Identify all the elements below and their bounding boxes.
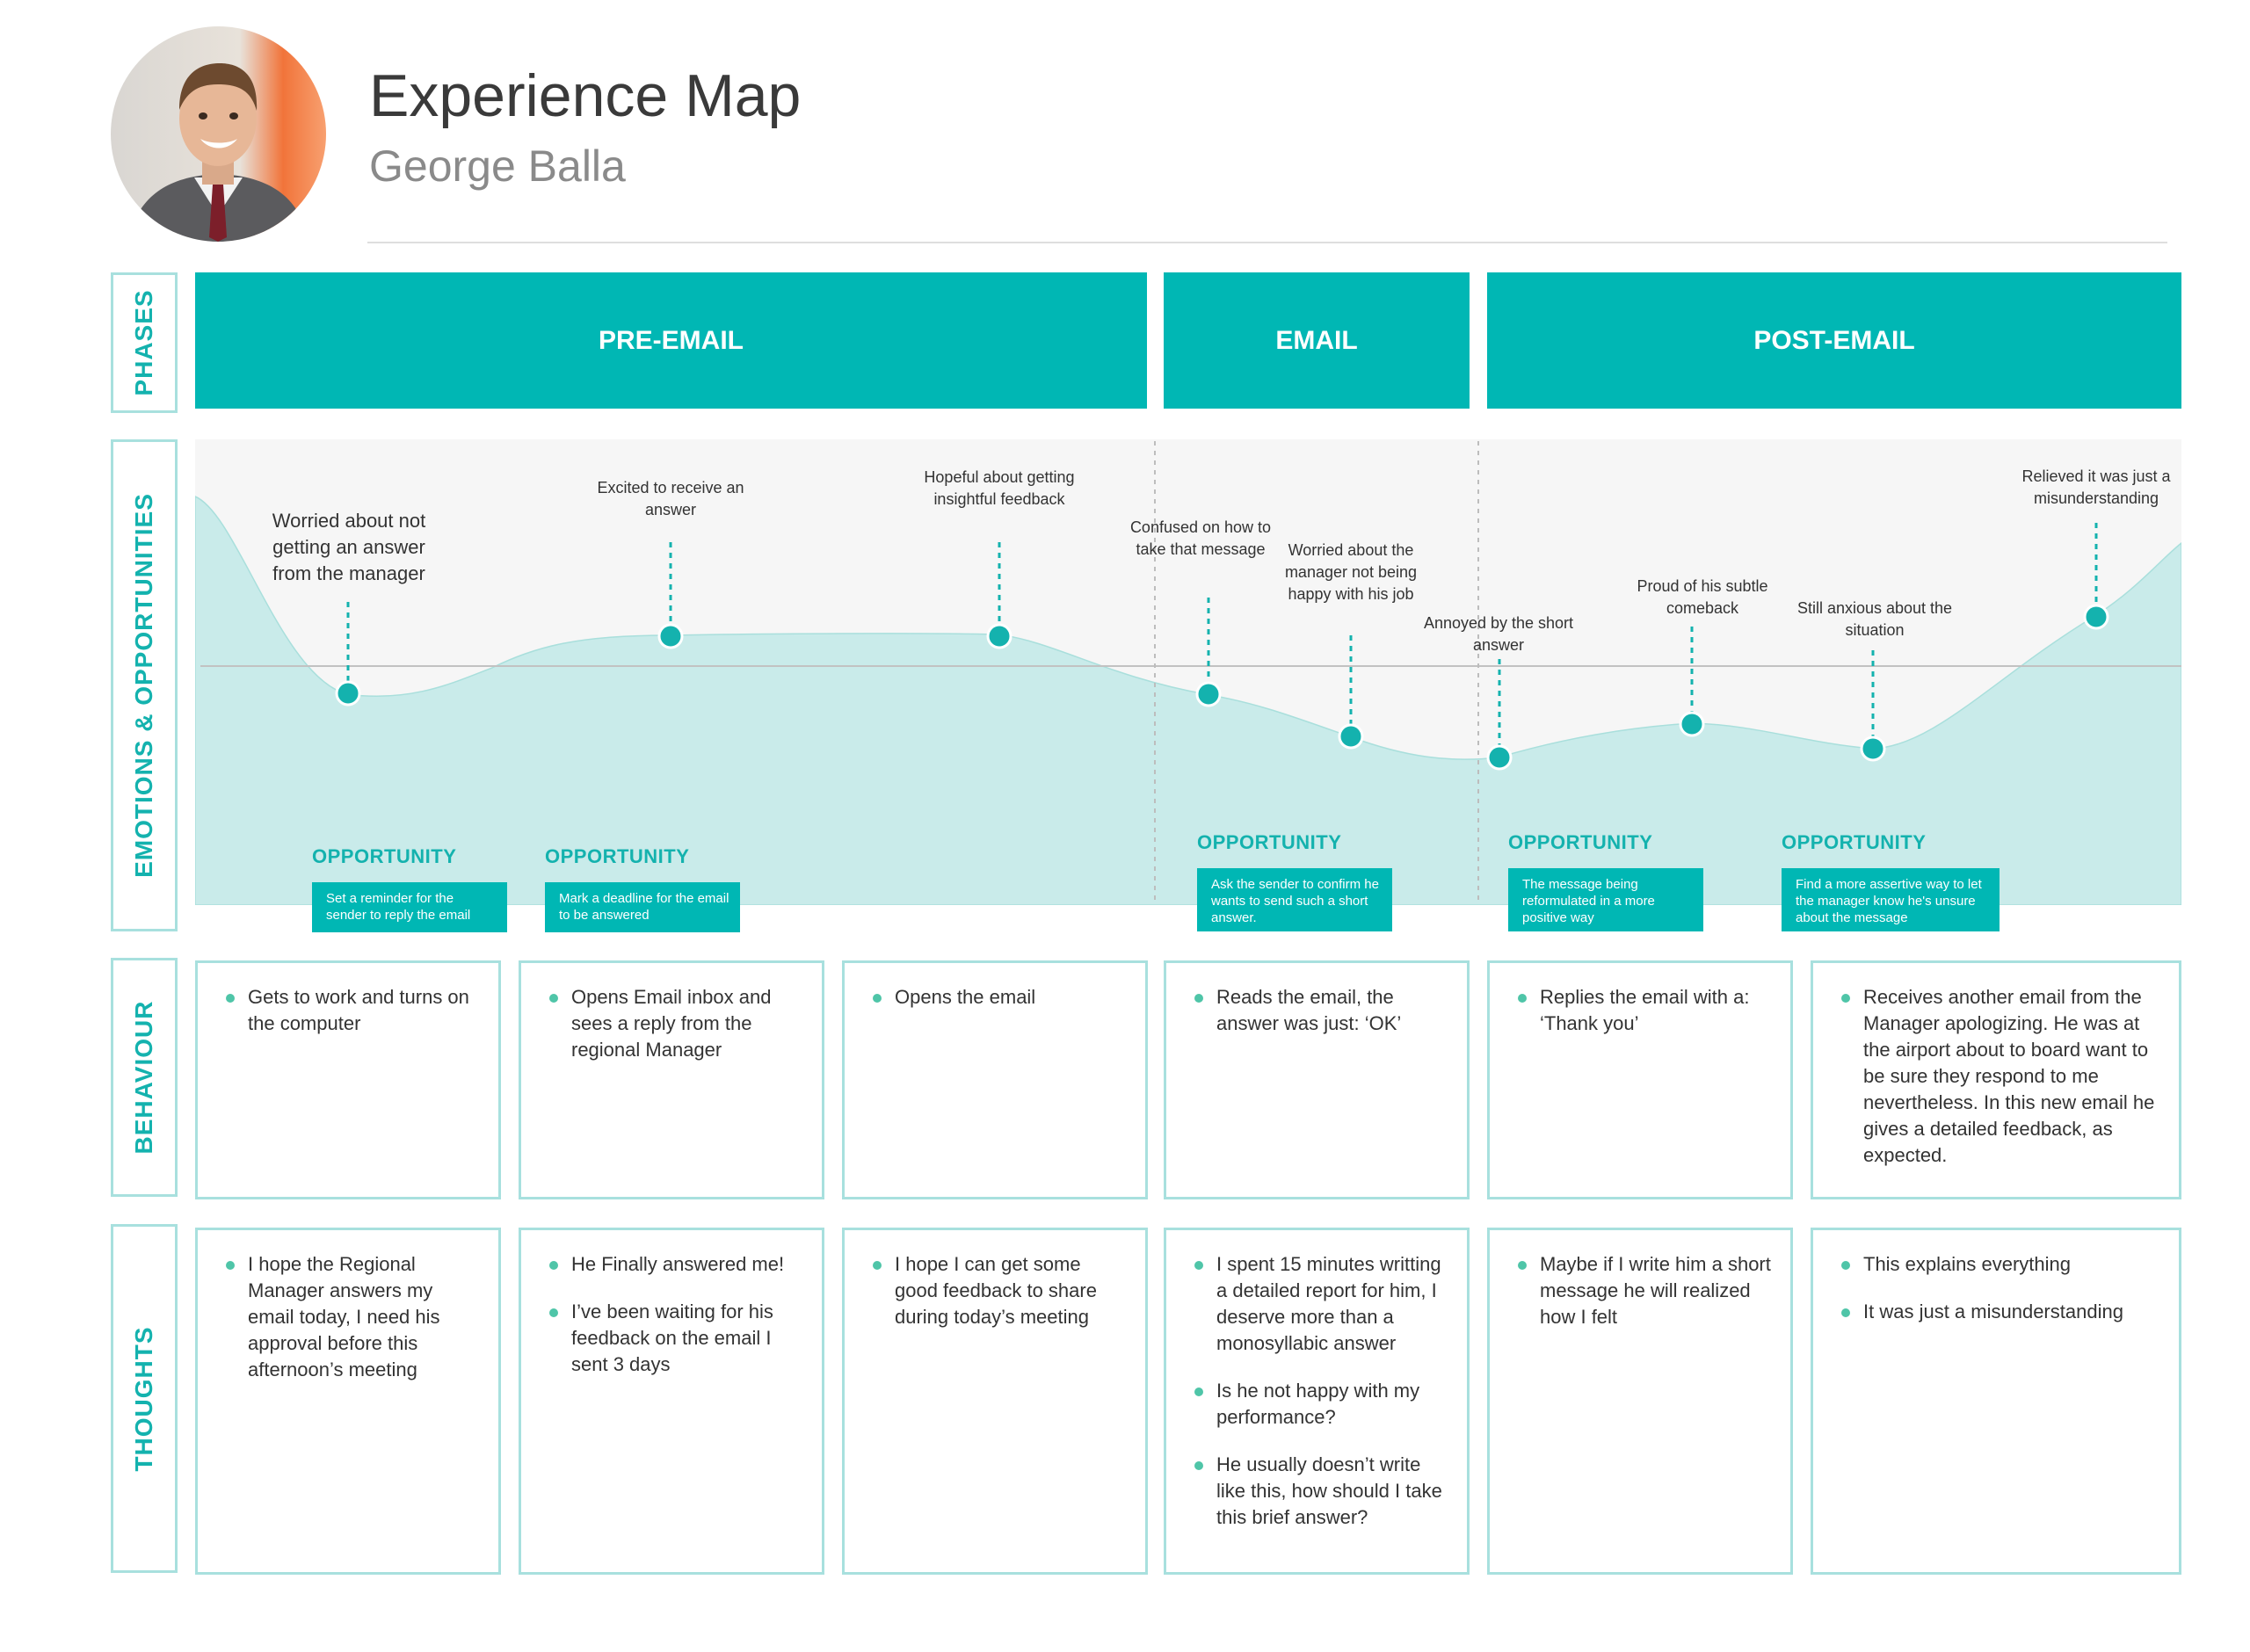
persona-avatar bbox=[111, 26, 326, 242]
emotion-label: Confused on how to take that message bbox=[1129, 518, 1272, 558]
thought-item: I hope I can get some good feedback to s… bbox=[862, 1251, 1128, 1330]
behaviour-card: Opens the email bbox=[842, 960, 1148, 1199]
emotion-points bbox=[335, 604, 2109, 771]
row-label-thoughts: THOUGHTS bbox=[111, 1224, 178, 1573]
emotion-label: Proud of his subtle comeback bbox=[1637, 577, 1768, 617]
opportunity-box: The message being reformulated in a more… bbox=[1508, 868, 1703, 931]
row-label-emotions: EMOTIONS & OPPORTUNITIES bbox=[111, 439, 178, 931]
thought-item: This explains everything bbox=[1831, 1251, 2161, 1278]
phase-email: EMAIL bbox=[1164, 272, 1470, 409]
behaviour-item: Opens Email inbox and sees a reply from … bbox=[539, 984, 804, 1063]
behaviour-card: Opens Email inbox and sees a reply from … bbox=[519, 960, 824, 1199]
emotion-label: Still anxious about the situation bbox=[1796, 599, 1953, 639]
thoughts-card: He Finally answered me! I’ve been waitin… bbox=[519, 1228, 824, 1575]
thoughts-card: I hope I can get some good feedback to s… bbox=[842, 1228, 1148, 1575]
emotion-label: Worried about the manager not being happ… bbox=[1284, 541, 1418, 603]
header-divider bbox=[367, 242, 2167, 243]
opportunity-heading: OPPORTUNITY bbox=[1197, 831, 1342, 853]
opportunity-box: Set a reminder for the sender to reply t… bbox=[312, 882, 507, 932]
opportunity-heading: OPPORTUNITY bbox=[1508, 831, 1653, 853]
thoughts-card: I hope the Regional Manager answers my e… bbox=[195, 1228, 501, 1575]
emotion-label: Hopeful about getting insightful feedbac… bbox=[924, 468, 1075, 508]
opportunity-box: Mark a deadline for the email to be answ… bbox=[545, 882, 740, 932]
page-title: Experience Map bbox=[369, 62, 802, 129]
thought-item: Is he not happy with my performance? bbox=[1184, 1378, 1449, 1431]
behaviour-card: Reads the email, the answer was just: ‘O… bbox=[1164, 960, 1470, 1199]
thought-item: I’ve been waiting for his feedback on th… bbox=[539, 1299, 804, 1378]
behaviour-item: Gets to work and turns on the computer bbox=[215, 984, 481, 1037]
thoughts-card: Maybe if I write him a short message he … bbox=[1487, 1228, 1793, 1575]
thought-item: I hope the Regional Manager answers my e… bbox=[215, 1251, 481, 1383]
opportunity-box: Find a more assertive way to let the man… bbox=[1782, 868, 2000, 931]
emotion-curve-chart bbox=[195, 439, 2181, 905]
behaviour-card: Replies the email with a: ‘Thank you’ bbox=[1487, 960, 1793, 1199]
opportunity-heading: OPPORTUNITY bbox=[1782, 831, 1927, 853]
phase-post-email: POST-EMAIL bbox=[1487, 272, 2181, 409]
opportunity-heading: OPPORTUNITY bbox=[545, 845, 690, 867]
emotion-label: Excited to receive an answer bbox=[597, 479, 744, 518]
behaviour-item: Replies the email with a: ‘Thank you’ bbox=[1507, 984, 1773, 1037]
thought-item: He Finally answered me! bbox=[539, 1251, 804, 1278]
behaviour-item: Receives another email from the Manager … bbox=[1831, 984, 2161, 1169]
emotion-label: Relieved it was just a misunderstanding bbox=[2021, 467, 2171, 507]
thoughts-card: This explains everything It was just a m… bbox=[1811, 1228, 2181, 1575]
behaviour-item: Opens the email bbox=[862, 984, 1128, 1011]
emotion-curve-area bbox=[195, 496, 2181, 905]
thoughts-card: I spent 15 minutes writting a detailed r… bbox=[1164, 1228, 1470, 1575]
opportunity-heading: OPPORTUNITY bbox=[312, 845, 457, 867]
thought-item: It was just a misunderstanding bbox=[1831, 1299, 2161, 1325]
persona-name: George Balla bbox=[369, 141, 626, 191]
behaviour-card: Receives another email from the Manager … bbox=[1811, 960, 2181, 1199]
thought-item: I spent 15 minutes writting a detailed r… bbox=[1184, 1251, 1449, 1357]
row-label-phases: PHASES bbox=[111, 272, 178, 413]
behaviour-item: Reads the email, the answer was just: ‘O… bbox=[1184, 984, 1449, 1037]
opportunity-box: Ask the sender to confirm he wants to se… bbox=[1197, 868, 1392, 931]
emotion-label: Annoyed by the short answer bbox=[1423, 614, 1574, 654]
phase-pre-email: PRE-EMAIL bbox=[195, 272, 1147, 409]
emotion-label: Worried about not getting an answer from… bbox=[272, 510, 426, 584]
row-label-behaviour: BEHAVIOUR bbox=[111, 958, 178, 1197]
behaviour-card: Gets to work and turns on the computer bbox=[195, 960, 501, 1199]
emotion-connectors bbox=[346, 523, 2098, 756]
thought-item: He usually doesn’t write like this, how … bbox=[1184, 1452, 1449, 1531]
thought-item: Maybe if I write him a short message he … bbox=[1507, 1251, 1773, 1330]
